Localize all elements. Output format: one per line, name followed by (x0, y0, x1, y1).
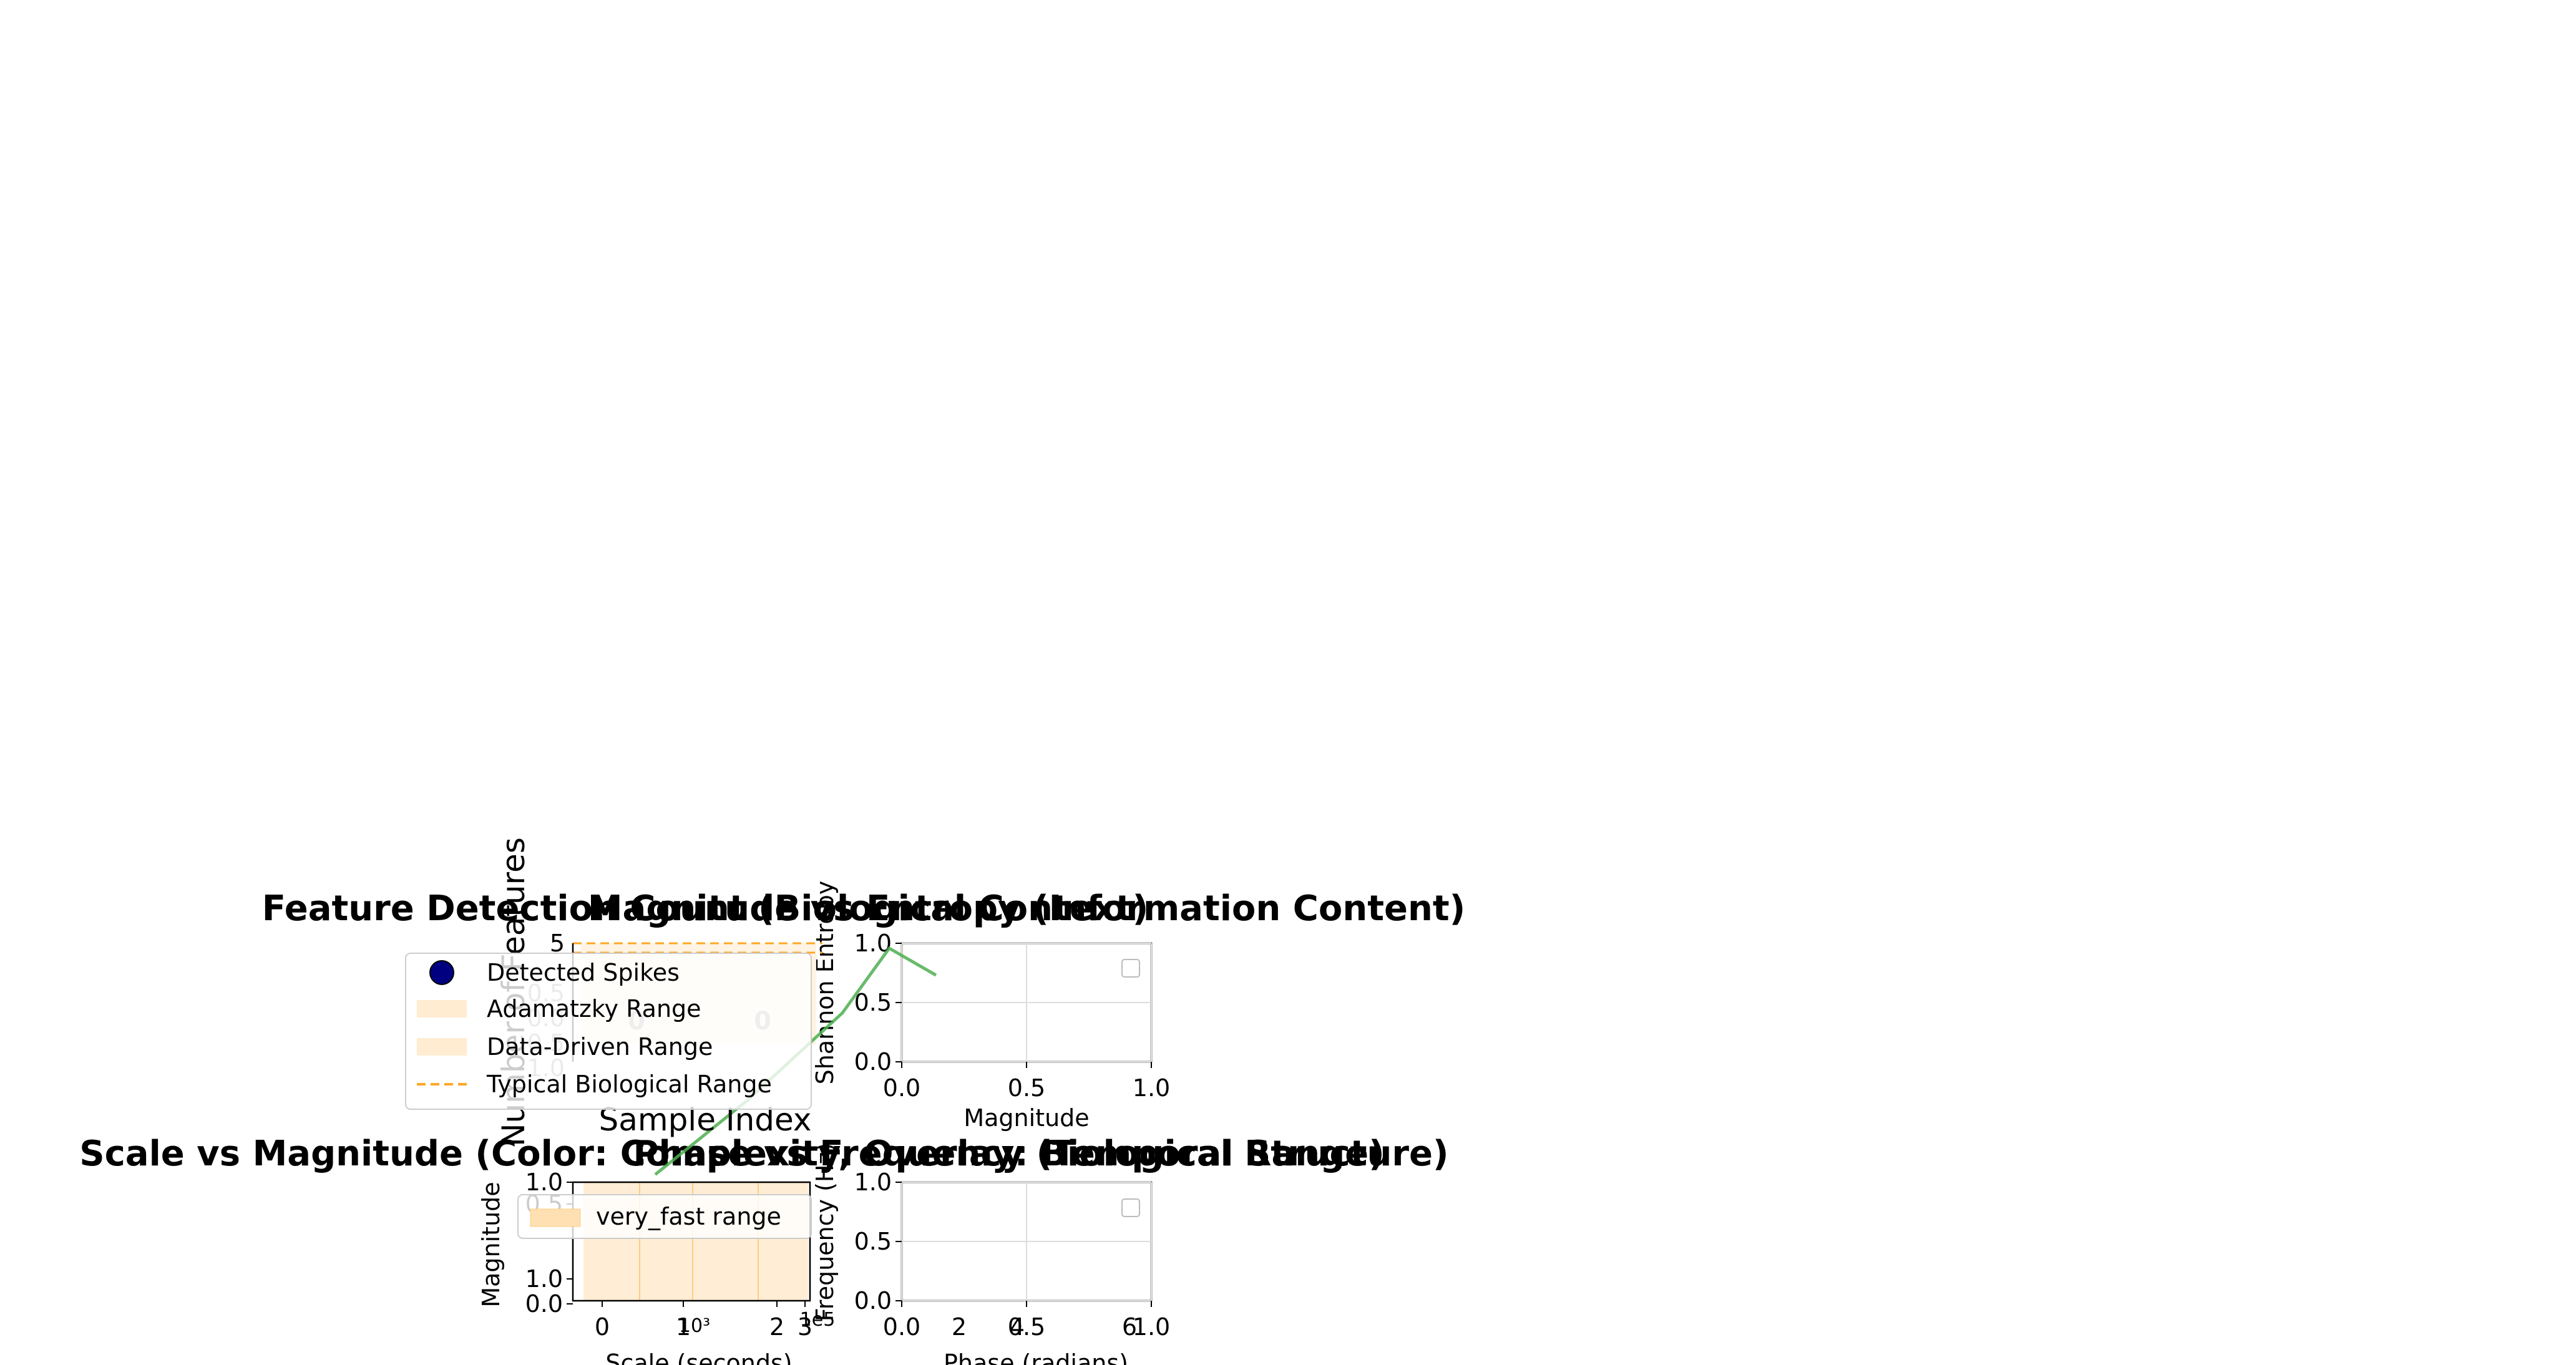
legend: very_fast range (517, 1194, 812, 1239)
legend-label-data-driven: Data-Driven Range (487, 1033, 713, 1061)
x-tick-label-secondary: 4 (1010, 1313, 1025, 1341)
y-tick-label: 0.0 (854, 1287, 892, 1314)
legend-label-detected-spikes: Detected Spikes (487, 959, 680, 986)
legend-label-typical-range: Typical Biological Range (486, 1071, 772, 1098)
x-ticks: 0.0 0.5 1.0 (883, 1062, 1170, 1102)
legend-label-adamatzky: Adamatzky Range (487, 995, 701, 1023)
x-ticks-secondary: 2 4 6 (952, 1313, 1137, 1341)
y-axis-label: Magnitude (477, 1182, 505, 1307)
x-tick-offset: 1e5 (800, 1309, 836, 1331)
legend-patch-adamatzky (417, 1000, 467, 1018)
legend: Detected Spikes Adamatzky Range Data-Dri… (405, 953, 812, 1110)
legend-box (517, 1194, 812, 1239)
y-ticks: 0.0 0.5 1.0 (854, 1168, 902, 1314)
axes-title: Feature Detection Count (Biological Cont… (262, 888, 1149, 929)
legend-box (405, 953, 812, 1110)
x-tick-label: 1.0 (1133, 1313, 1170, 1341)
legend-patch-very-fast (530, 1208, 581, 1227)
legend-marker-detected-spikes (429, 960, 454, 985)
y-tick-label: 1.0 (854, 1168, 892, 1196)
axes-title-magnitude-vs-entropy: Magnitude vs Entropy (Information Conten… (588, 888, 1465, 929)
x-tick-label: 0.0 (883, 1074, 920, 1102)
y-tick-label: 0.5 (854, 1228, 892, 1255)
x-axis-label: Phase (radians) (944, 1349, 1128, 1365)
y-tick-label: 1.0 (525, 1265, 563, 1293)
x-axis-label: Magnitude (964, 1104, 1089, 1132)
y-tick-label: 0.0 (525, 1290, 563, 1318)
y-tick-label: 0.0 (854, 1048, 892, 1076)
axes-feature-detection: 00 0.50.00.51.0 5 Number of Features Sam… (262, 837, 1149, 1176)
y-tick-label: 0.5 (854, 989, 892, 1016)
plot-frame (572, 1181, 811, 1302)
x-tick-label: 1.0 (1133, 1074, 1170, 1102)
x-tick-label: 3 (798, 1313, 812, 1341)
x-tick-multiplier: 10³ (679, 1315, 710, 1337)
y-tick-label: 1.0 (525, 1168, 563, 1196)
legend-label-very-fast: very_fast range (596, 1203, 781, 1230)
x-tick-label: 0.5 (1008, 1313, 1045, 1341)
x-tick-label: 0 (595, 1313, 610, 1341)
axes-title: Scale vs Magnitude (Color: Complexity, O… (79, 1134, 1385, 1174)
y-axis-label: Frequency (Hz) (811, 1143, 839, 1322)
x-ticks: 0.0 0.5 1.0 (883, 1301, 1170, 1341)
x-tick-label-secondary: 6 (1122, 1313, 1137, 1341)
x-tick-label-secondary: 2 (952, 1313, 967, 1341)
axes-title: Phase vs Frequency (Temporal Structure) (633, 1134, 1448, 1174)
x-tick-label: 0.0 (883, 1313, 920, 1341)
y-tick-top: 5 (550, 930, 565, 957)
x-tick-label: 2 (769, 1313, 784, 1341)
legend-empty-box (1121, 1198, 1140, 1217)
legend-patch-data-driven (417, 1038, 467, 1056)
y-ticks: 0.00.51.0 (854, 930, 902, 1076)
x-tick-label: 1 (676, 1313, 691, 1341)
x-tick-label: 0.5 (1008, 1074, 1045, 1102)
legend-empty-box (1121, 959, 1140, 978)
x-axis-label: Scale (seconds) (605, 1349, 792, 1365)
